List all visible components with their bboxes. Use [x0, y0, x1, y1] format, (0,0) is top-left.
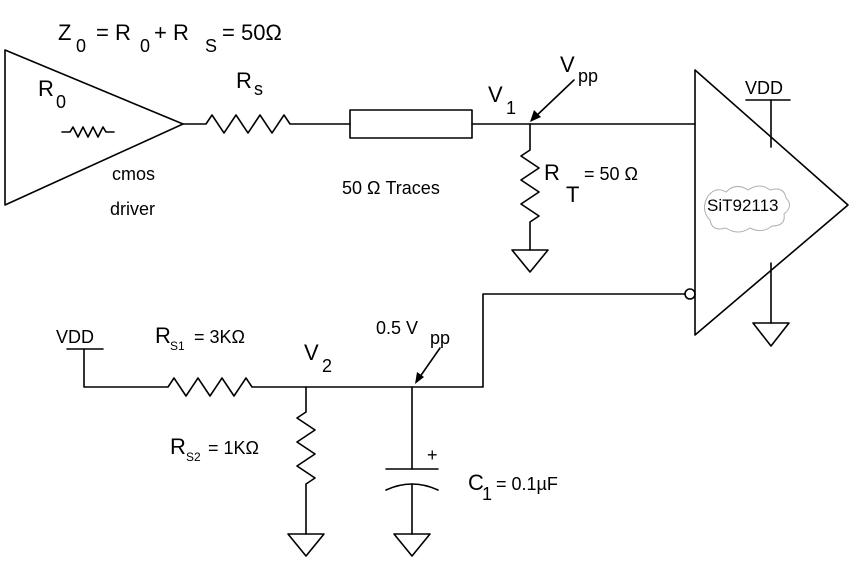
driver-text-driver: driver: [110, 199, 155, 219]
rs2-label: R: [170, 434, 186, 459]
driver-triangle: [4, 49, 184, 206]
rs2-value: = 1KΩ: [208, 438, 259, 458]
vpp-arrow-head: [530, 110, 541, 122]
rt-sub: T: [566, 182, 579, 207]
rs1-label: R: [155, 323, 171, 348]
vpp-label: V: [560, 52, 575, 77]
buffer-sit92113: SiT92113 VDD: [684, 69, 849, 347]
driver-r-sub: 0: [56, 92, 66, 112]
vpp-sub: pp: [578, 66, 598, 86]
rt-ground-symbol: [511, 249, 549, 273]
vpp-arrow-line: [532, 79, 575, 120]
formula-r0-sub: 0: [140, 36, 150, 56]
c1-label: C: [468, 470, 484, 495]
rt-label: R: [544, 160, 560, 185]
formula-plus-r: + R: [154, 20, 189, 45]
rt-zigzag: [520, 123, 540, 251]
trace-label: 50 Ω Traces: [342, 178, 440, 198]
half-vpp-label: 0.5 V: [376, 318, 418, 338]
cmos-driver: R 0 cmos driver: [4, 49, 184, 219]
rs2-zigzag: [296, 386, 316, 535]
buffer-ground-symbol: [752, 322, 790, 347]
rs2-sub: S2: [186, 450, 201, 464]
rs2-ground-symbol: [287, 533, 325, 557]
half-vpp-sub: pp: [430, 328, 450, 348]
driver-internal-resistor: [61, 126, 115, 138]
v1-sub: 1: [506, 98, 516, 118]
formula-eq-value: = 50Ω: [222, 20, 282, 45]
driver-r-label: R: [38, 76, 54, 101]
capacitor-c1: + C 1 = 0.1µF: [385, 386, 558, 557]
c1-value: = 0.1µF: [496, 474, 558, 494]
formula-z: Z: [58, 20, 71, 45]
vpp-marker: V pp: [530, 52, 598, 122]
vdd-left-label: VDD: [56, 327, 94, 347]
c1-sub: 1: [482, 484, 492, 504]
c1-ground-symbol: [393, 533, 431, 557]
c1-polarity: +: [427, 445, 438, 465]
driver-text-cmos: cmos: [112, 164, 155, 184]
rs1-sub: S1: [170, 339, 185, 353]
impedance-formula: Z 0 = R 0 + R S = 50Ω: [58, 20, 282, 56]
rs1-value: = 3KΩ: [194, 327, 245, 347]
v2-label: V: [304, 340, 319, 365]
v1-label: V: [488, 82, 503, 107]
buffer-label-cloud: [704, 185, 790, 233]
transmission-line: 50 Ω Traces: [342, 109, 473, 198]
half-vpp-marker: 0.5 V pp: [376, 318, 450, 384]
v2-sub: 2: [322, 356, 332, 376]
half-vpp-arrow-head: [415, 372, 424, 384]
formula-z-sub: 0: [76, 36, 86, 56]
formula-eq-r: = R: [96, 20, 131, 45]
termination-resistor-rt: R T = 50 Ω: [511, 123, 638, 273]
buffer-inverting-input-bubble: [684, 288, 696, 300]
series-resistor-rs: R s: [182, 68, 351, 134]
rs-sub: s: [254, 79, 263, 99]
rs-zigzag: [182, 114, 351, 134]
bias-divider: VDD R S1 = 3KΩ V 2 R S2 = 1KΩ: [56, 323, 413, 557]
rs-label: R: [236, 68, 252, 93]
trace-box: [349, 109, 473, 139]
rt-value: = 50 Ω: [584, 164, 638, 184]
bias-net-wire: [411, 293, 686, 388]
rs1-zigzag: [83, 348, 413, 397]
formula-rs-sub: S: [205, 36, 217, 56]
buffer-label: SiT92113: [707, 196, 779, 215]
vdd-right-label: VDD: [745, 78, 783, 98]
